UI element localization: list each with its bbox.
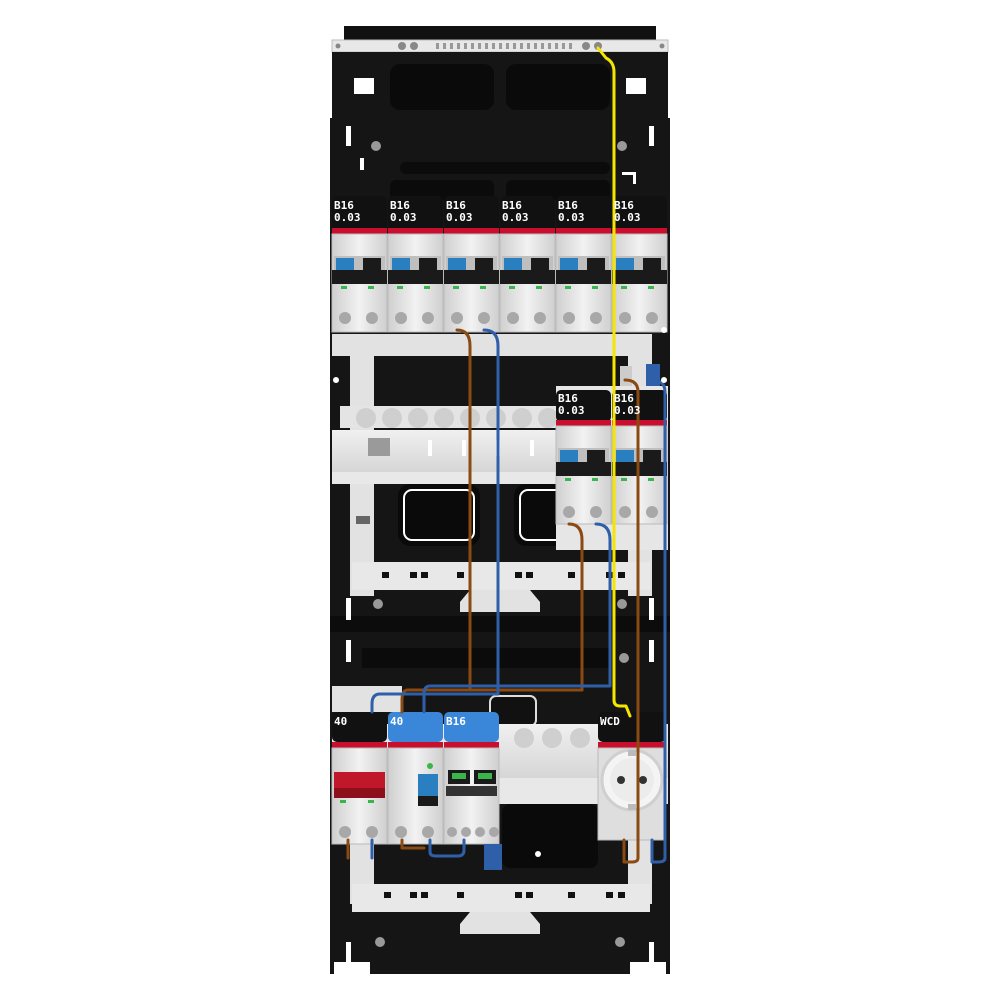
wire-blue-4 [428,838,466,858]
top-cap [344,26,656,42]
bottom-row-devices [331,712,667,870]
upper-busbar-cover [332,334,652,356]
top-row-rcbos [331,196,668,333]
wiring [346,46,667,864]
lower-bottom-rail [352,884,650,912]
middle-row-rcbos [555,364,668,550]
rcbo-mid-1[interactable] [555,390,612,525]
rcbo-top-5[interactable] [555,196,612,333]
upper-bottom-rail [352,562,650,590]
small-markers [333,327,667,383]
main-switch[interactable] [331,712,388,845]
chassis-divider [330,616,670,632]
top-rail-vents [436,43,572,49]
rcbo-top-6[interactable] [611,196,668,333]
top-rail-screws [335,42,665,50]
lower-comb-top [332,686,402,712]
wire-earth-yellow [596,46,632,718]
wire-blue-2 [422,522,612,714]
wire-brown-5 [622,378,640,864]
upper-block [332,52,668,118]
mcb-b16[interactable] [443,712,502,870]
rcbo-top-3[interactable] [443,196,500,333]
rcd-40[interactable] [387,712,444,845]
wire-brown-2 [567,522,584,692]
wire-blue-3 [650,378,667,864]
wire-blue-1 [370,328,500,714]
rcbo-top-1[interactable] [331,196,388,333]
rcbo-top-4[interactable] [499,196,556,333]
wire-brown-4 [400,838,426,850]
rcbo-top-2[interactable] [387,196,444,333]
socket-wcd[interactable] [597,712,667,841]
